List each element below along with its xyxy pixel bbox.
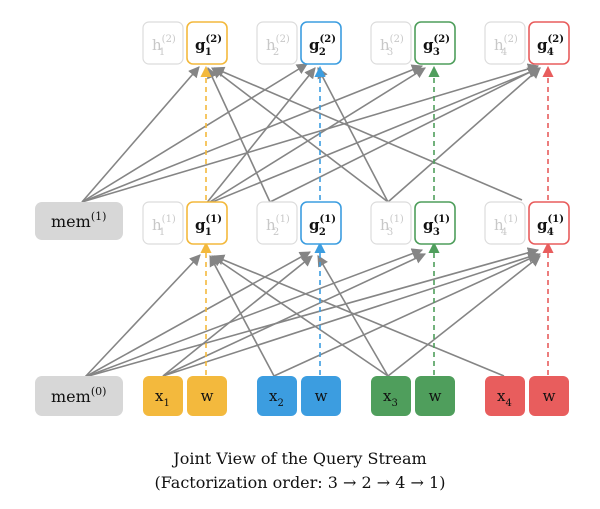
h1-top-node: h(2)1 — [142, 21, 184, 65]
edge-g4mid-g1-top — [212, 66, 523, 201]
edge-x1-g2-mid — [162, 255, 313, 377]
edge-g1mid-g3-top — [204, 67, 426, 206]
svg-text:h(1)2: h(1)2 — [266, 214, 290, 238]
edge-x3-g2-mid — [317, 255, 389, 377]
edges-layer1 — [84, 247, 542, 378]
edge-x1-g4-mid — [162, 251, 540, 377]
mid-row: mem(1) h(1)1 g(1)1 h(1)2 g(1)2 h(1)3 g(1… — [35, 201, 570, 245]
svg-text:h(2)3: h(2)3 — [380, 34, 404, 58]
edge-mem0-g2-mid — [84, 251, 311, 378]
g4-top-node: g(2)4 — [528, 21, 570, 65]
edge-g3mid-g4-top — [387, 67, 541, 203]
h2-top-node: h(2)2 — [256, 21, 298, 65]
edge-x2-g1-mid — [209, 255, 275, 377]
caption-title: Joint View of the Query Stream — [173, 449, 427, 468]
w2-node: w — [301, 376, 341, 416]
edge-x3-g1-mid — [211, 255, 389, 377]
edge-mem1-g2-top — [81, 63, 308, 203]
h3-mid-node: h(1)3 — [370, 201, 412, 245]
g1-mid-node: g(1)1 — [186, 201, 228, 245]
svg-text:g(1)1: g(1)1 — [195, 214, 222, 238]
g1-top-node: g(2)1 — [186, 21, 228, 65]
input-row: mem(0) x1 w x2 w x3 w — [35, 376, 569, 416]
x1-node: x1 — [143, 376, 183, 416]
svg-text:g(2)4: g(2)4 — [537, 34, 564, 58]
svg-text:x4: x4 — [497, 387, 512, 409]
svg-text:h(1)3: h(1)3 — [380, 214, 404, 238]
svg-text:h(2)1: h(2)1 — [152, 34, 176, 58]
g2-top-node: g(2)2 — [300, 21, 342, 65]
edge-g3mid-g1-top — [211, 67, 389, 203]
edge-g2mid-g4-top — [269, 67, 540, 203]
edge-x1-g3-mid — [162, 253, 427, 377]
h4-mid-node: h(1)4 — [484, 201, 526, 245]
w4-node: w — [529, 376, 569, 416]
edge-mem0-g3-mid — [84, 248, 424, 378]
svg-text:x2: x2 — [269, 387, 284, 409]
edges-layer2 — [81, 63, 542, 206]
w3-node: w — [415, 376, 455, 416]
edge-g3mid-g2-top — [317, 67, 389, 203]
mem0-node: mem(0) — [35, 376, 123, 416]
edge-mem1-g1-top — [81, 66, 200, 203]
top-row: h(2)1 g(2)1 h(2)2 g(2)2 h(2)3 g(2)3 h(2)… — [142, 21, 570, 65]
svg-text:g(1)3: g(1)3 — [423, 214, 450, 238]
svg-text:mem(0): mem(0) — [51, 385, 106, 406]
svg-text:x1: x1 — [155, 387, 170, 409]
svg-text:h(1)1: h(1)1 — [152, 214, 176, 238]
edge-mem1-g4-top — [81, 63, 540, 203]
svg-text:g(2)1: g(2)1 — [195, 34, 222, 58]
edge-x2-g4-mid — [273, 253, 542, 377]
w1-node: w — [187, 376, 227, 416]
svg-text:g(2)2: g(2)2 — [309, 34, 336, 58]
edge-mem0-g4-mid — [84, 247, 540, 378]
svg-text:w: w — [201, 387, 214, 405]
svg-text:w: w — [543, 387, 556, 405]
edge-mem0-g1-mid — [84, 254, 201, 378]
svg-text:g(2)3: g(2)3 — [423, 34, 450, 58]
edge-x4-g1-mid — [212, 254, 505, 377]
svg-text:h(1)4: h(1)4 — [494, 214, 518, 238]
svg-text:h(2)4: h(2)4 — [494, 34, 518, 58]
svg-text:g(1)4: g(1)4 — [537, 214, 564, 238]
svg-text:w: w — [429, 387, 442, 405]
g2-mid-node: g(1)2 — [300, 201, 342, 245]
edge-mem1-g3-top — [81, 64, 424, 203]
g4-mid-node: g(1)4 — [528, 201, 570, 245]
svg-text:h(2)2: h(2)2 — [266, 34, 290, 58]
mem1-node: mem(1) — [35, 202, 123, 240]
edge-g2mid-g1-top — [207, 66, 271, 203]
query-dashed-arrows — [200, 65, 554, 375]
edge-g1mid-g2-top — [204, 67, 316, 206]
x2-node: x2 — [257, 376, 297, 416]
x4-node: x4 — [485, 376, 525, 416]
svg-text:w: w — [315, 387, 328, 405]
g3-top-node: g(2)3 — [414, 21, 456, 65]
h3-top-node: h(2)3 — [370, 21, 412, 65]
svg-text:mem(1): mem(1) — [51, 210, 106, 231]
svg-text:x3: x3 — [383, 387, 398, 409]
svg-text:g(1)2: g(1)2 — [309, 214, 336, 238]
caption-factorization-order: (Factorization order: 3 → 2 → 4 → 1) — [154, 473, 446, 492]
h4-top-node: h(2)4 — [484, 21, 526, 65]
h2-mid-node: h(1)2 — [256, 201, 298, 245]
g3-mid-node: g(1)3 — [414, 201, 456, 245]
edge-x3-g4-mid — [387, 255, 541, 377]
h1-mid-node: h(1)1 — [142, 201, 184, 245]
x3-node: x3 — [371, 376, 411, 416]
